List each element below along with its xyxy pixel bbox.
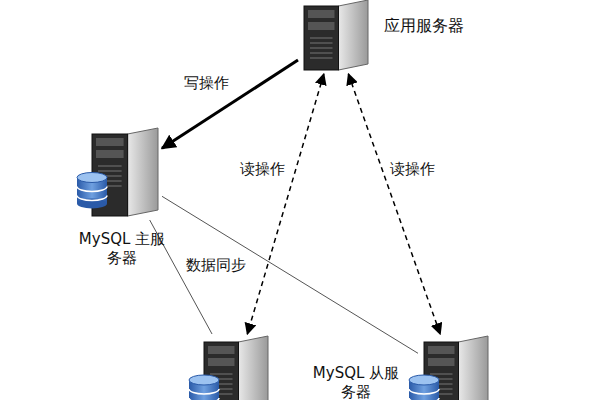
write-connector (162, 60, 298, 148)
edge-label: 写操作 (182, 74, 231, 93)
server-label: MySQL 从服务器 (308, 364, 404, 400)
server-icon (420, 336, 490, 400)
server-icon (88, 128, 160, 218)
read-connector (348, 74, 440, 334)
server-label: MySQL 主服务器 (72, 230, 172, 268)
server-node: MySQL 从服务器 (420, 336, 490, 400)
edge-label: 读操作 (388, 160, 437, 179)
read-connector (247, 74, 323, 334)
edge-label: 读操作 (238, 160, 287, 179)
server-icon (200, 336, 270, 400)
server-icon (300, 0, 370, 72)
sync-connector (162, 196, 418, 353)
server-label: 应用服务器 (384, 16, 494, 36)
server-node: 应用服务器 (300, 0, 370, 72)
edge-label: 数据同步 (184, 256, 248, 275)
server-node (200, 336, 270, 400)
server-node: MySQL 主服务器 (88, 128, 160, 218)
